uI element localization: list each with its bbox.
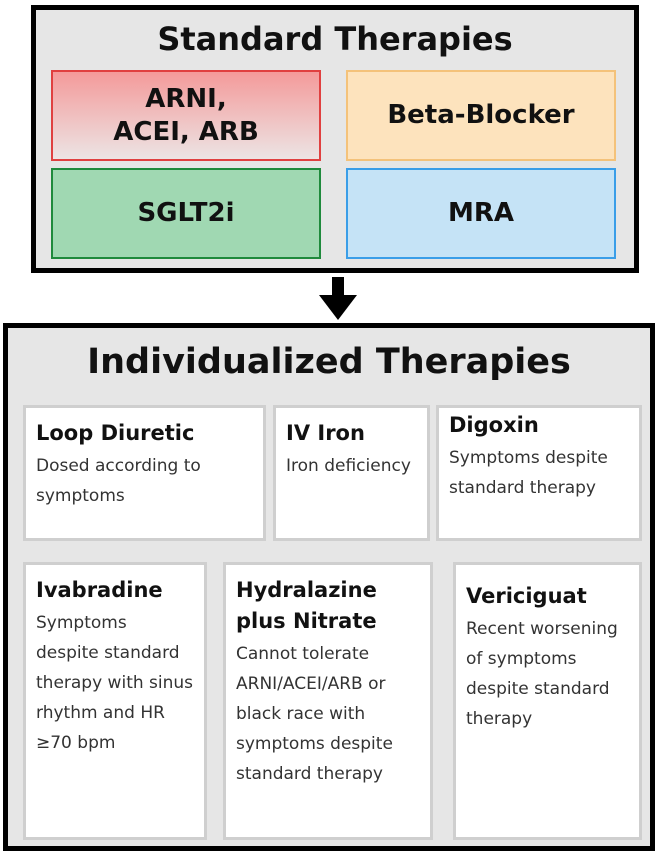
card-description: Iron deficiency xyxy=(286,456,411,476)
card-description: Symptoms despite standard therapy xyxy=(449,448,608,498)
mra-box: MRA xyxy=(346,168,616,259)
card-description: Cannot tolerate ARNI/ACEI/ARB or black r… xyxy=(236,644,393,784)
hydralazine-nitrate-card: Hydralazine plus Nitrate Cannot tolerate… xyxy=(223,562,433,840)
card-description: Dosed according to symptoms xyxy=(36,456,201,506)
individualized-therapies-title: Individualized Therapies xyxy=(87,342,571,382)
card-title: Ivabradine xyxy=(36,578,163,602)
individualized-therapies-panel: Individualized Therapies Loop Diuretic D… xyxy=(3,323,655,851)
mra-label: MRA xyxy=(447,198,514,228)
arni-acei-arb-box: ARNI, ACEI, ARB xyxy=(51,70,321,161)
vericiguat-card: Vericiguat Recent worsening of symptoms … xyxy=(453,562,642,840)
standard-therapies-panel: Standard Therapies ARNI, ACEI, ARB Beta-… xyxy=(31,5,639,273)
arni-acei-arb-label: ARNI, ACEI, ARB xyxy=(113,83,259,147)
loop-diuretic-card: Loop Diuretic Dosed according to symptom… xyxy=(23,405,266,541)
iv-iron-card: IV Iron Iron deficiency xyxy=(273,405,430,541)
beta-blocker-box: Beta-Blocker xyxy=(346,70,616,161)
sglt2i-label: SGLT2i xyxy=(137,198,235,228)
card-title: Digoxin xyxy=(449,413,539,437)
standard-therapies-title: Standard Therapies xyxy=(157,20,513,58)
digoxin-card: Digoxin Symptoms despite standard therap… xyxy=(436,405,642,541)
card-description: Recent worsening of symptoms despite sta… xyxy=(466,619,618,729)
card-title: Hydralazine plus Nitrate xyxy=(236,578,377,633)
ivabradine-card: Ivabradine Symptoms despite standard the… xyxy=(23,562,207,840)
card-title: Loop Diuretic xyxy=(36,421,195,445)
card-title: Vericiguat xyxy=(466,584,587,608)
card-description: Symptoms despite standard therapy with s… xyxy=(36,613,194,753)
card-title: IV Iron xyxy=(286,421,365,445)
down-arrow-icon xyxy=(319,277,357,320)
sglt2i-box: SGLT2i xyxy=(51,168,321,259)
beta-blocker-label: Beta-Blocker xyxy=(387,100,575,130)
